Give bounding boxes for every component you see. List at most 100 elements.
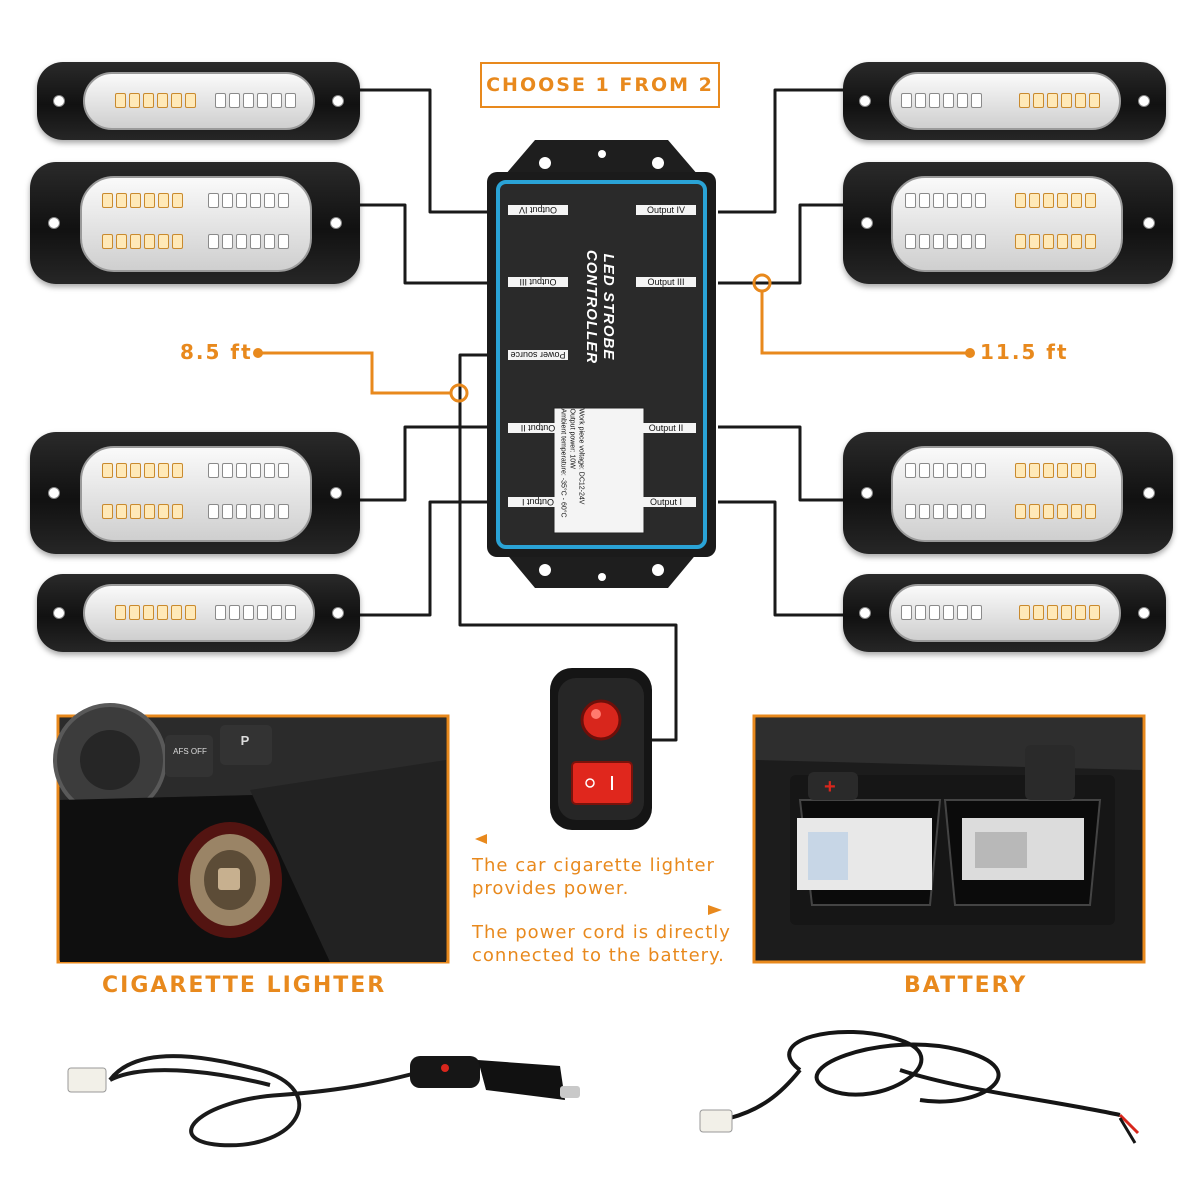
led-row — [208, 504, 289, 519]
port-label-left-3: Output III — [508, 277, 568, 287]
port-label-right-1: Output I — [636, 497, 696, 507]
led-row — [102, 234, 183, 249]
controller-mount-hole — [598, 150, 606, 158]
controller-flange-bottom — [505, 552, 698, 588]
controller-mount-hole — [539, 564, 551, 576]
cigarette-lighter-photo — [53, 703, 450, 964]
arrow-right-icon — [708, 905, 722, 915]
mount-hole — [1138, 95, 1150, 107]
leader-right-dot — [965, 348, 975, 358]
led-row — [102, 193, 183, 208]
wire-right-2 — [718, 203, 843, 285]
leader-left-ring — [449, 383, 469, 403]
rocker-switch-icon — [550, 668, 652, 830]
wire-right-1 — [718, 88, 843, 214]
light-bar-double — [30, 162, 360, 284]
wiring-harness — [360, 88, 843, 742]
controller-mount-hole — [539, 157, 551, 169]
wire-left-3 — [360, 425, 490, 502]
label-battery: BATTERY — [904, 973, 1028, 998]
controller-face — [496, 180, 707, 549]
battery-photo: + — [752, 714, 1146, 964]
light-bar-lens — [891, 446, 1123, 542]
led-row — [901, 605, 982, 620]
led-row — [905, 463, 986, 478]
mount-hole — [332, 95, 344, 107]
mount-hole — [1143, 487, 1155, 499]
wire-power-switch — [458, 353, 678, 742]
led-row — [208, 234, 289, 249]
leader-right — [760, 290, 968, 355]
led-row — [1015, 193, 1096, 208]
controller-mount-hole — [652, 564, 664, 576]
light-bar-lens — [80, 176, 312, 272]
led-row — [1015, 234, 1096, 249]
label-cigarette-lighter: CIGARETTE LIGHTER — [102, 973, 387, 998]
leader-right-ring — [752, 273, 772, 293]
leader-left — [258, 351, 452, 395]
mount-hole — [48, 487, 60, 499]
mount-hole — [53, 607, 65, 619]
cable-length-left: 8.5 ft — [180, 340, 253, 364]
led-row — [102, 463, 183, 478]
afs-off-label: AFS OFF — [173, 747, 207, 756]
mount-hole — [859, 607, 871, 619]
light-bar-lens — [80, 446, 312, 542]
mount-hole — [861, 217, 873, 229]
controller-title: LED STROBE CONTROLLER — [583, 249, 617, 365]
light-bar-slim — [843, 574, 1166, 652]
led-row — [1015, 463, 1096, 478]
led-row — [1015, 504, 1096, 519]
afs-off-button — [165, 735, 213, 777]
mount-hole — [1143, 217, 1155, 229]
mount-hole — [861, 487, 873, 499]
wire-right-3 — [718, 425, 843, 502]
wire-left-2 — [360, 203, 490, 285]
led-row — [102, 504, 183, 519]
choose-one-badge: CHOOSE 1 FROM 2 — [480, 62, 720, 108]
led-row — [115, 605, 196, 620]
battery-positive-terminal — [808, 772, 858, 800]
port-label-right-2: Output II — [636, 423, 696, 433]
port-label-left-4: Output IV — [508, 205, 568, 215]
parking-label: P — [240, 733, 250, 748]
light-bar-slim — [37, 62, 360, 140]
light-bar-double — [30, 432, 360, 554]
controller-mount-hole — [598, 573, 606, 581]
caption-lighter: The car cigarette lighter provides power… — [472, 855, 715, 899]
light-bar-double — [843, 432, 1173, 554]
battery-wire-icon — [699, 1029, 1140, 1144]
mount-hole — [48, 217, 60, 229]
mount-hole — [330, 217, 342, 229]
mount-hole — [859, 95, 871, 107]
cigarette-lighter-plug-icon — [67, 1054, 580, 1148]
leader-left-dot — [253, 348, 263, 358]
mount-hole — [53, 95, 65, 107]
led-row — [901, 93, 982, 108]
led-row — [905, 234, 986, 249]
port-label-right-3: Output III — [636, 277, 696, 287]
led-row — [208, 463, 289, 478]
strobe-controller — [487, 140, 716, 588]
caption-battery: The power cord is directly connected to … — [472, 922, 731, 966]
led-row — [115, 93, 196, 108]
light-bar-lens — [889, 72, 1121, 130]
wire-left-4 — [360, 500, 490, 617]
led-row — [215, 605, 296, 620]
spec-line: Work piece voltage: DC12-24V — [577, 408, 585, 505]
svg-text:+: + — [824, 776, 836, 798]
controller-mount-hole — [652, 157, 664, 169]
led-row — [1019, 605, 1100, 620]
light-bar-slim — [843, 62, 1166, 140]
spec-line: Output power: 10W — [568, 408, 576, 469]
wire-left-1 — [360, 88, 490, 214]
spec-sticker-text: Work piece voltage: DC12-24V Output powe… — [559, 409, 586, 529]
light-bar-double — [843, 162, 1173, 284]
led-row — [905, 504, 986, 519]
mount-hole — [1138, 607, 1150, 619]
light-bar-slim — [37, 574, 360, 652]
wire-right-4 — [718, 500, 843, 617]
led-row — [905, 193, 986, 208]
spec-line: Ambient temperature: -35°C - 60°C — [559, 408, 567, 518]
